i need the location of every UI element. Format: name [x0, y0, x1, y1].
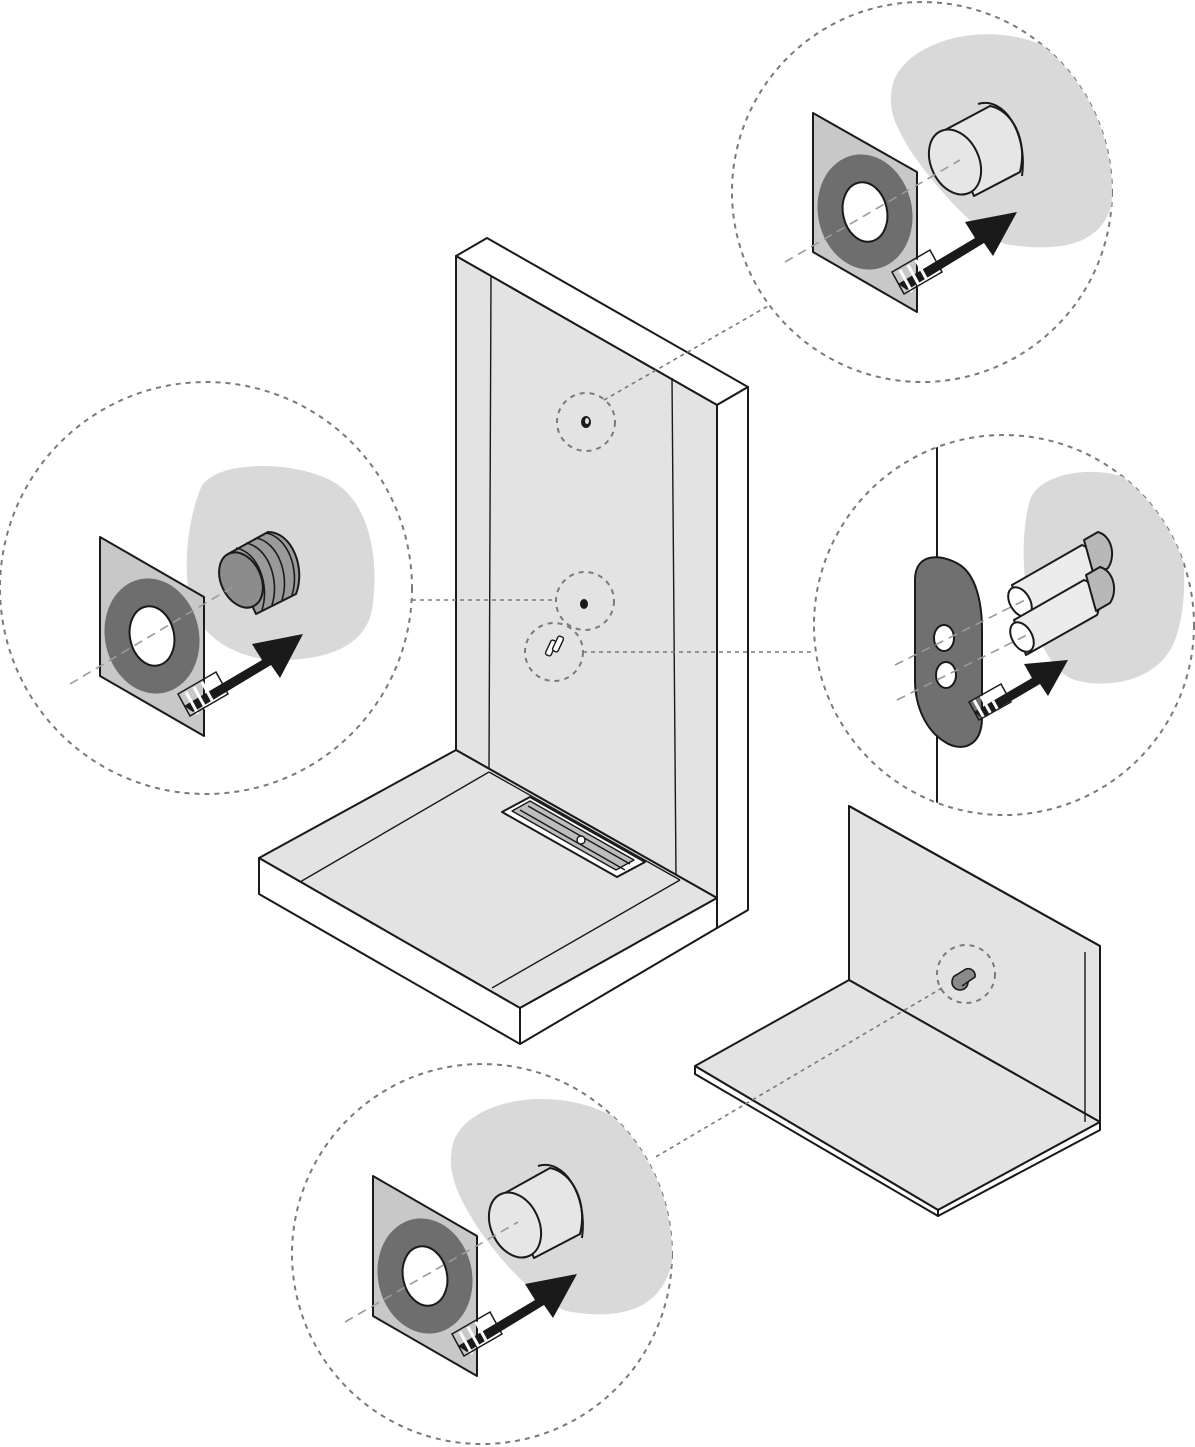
corner-floor-wall-panel: [694, 805, 1101, 1217]
push-arrow: [890, 212, 1017, 296]
shower-tray-wall-assembly: [258, 237, 749, 1045]
panel-fitting: [936, 944, 996, 1004]
callout-double-pipe-escutcheon: [813, 434, 1195, 816]
callout-sleeve-collar-bottom: [291, 1063, 673, 1445]
callout-sleeve-collar-top: [731, 1, 1113, 383]
threaded-pipe-fitting: [218, 531, 301, 615]
double-pipe-escutcheon: [914, 556, 983, 748]
wall-fitting-double: [524, 622, 584, 682]
push-arrow: [967, 660, 1068, 722]
wall-fitting-middle: [555, 571, 615, 631]
callout-threaded-fitting: [0, 381, 413, 795]
push-arrow: [450, 1274, 577, 1358]
pipe-sleeve: [487, 1163, 584, 1259]
wall-fitting-top: [556, 392, 616, 452]
push-arrow: [176, 634, 303, 718]
pipe-pair: [1007, 531, 1116, 656]
linear-drain: [501, 796, 646, 878]
